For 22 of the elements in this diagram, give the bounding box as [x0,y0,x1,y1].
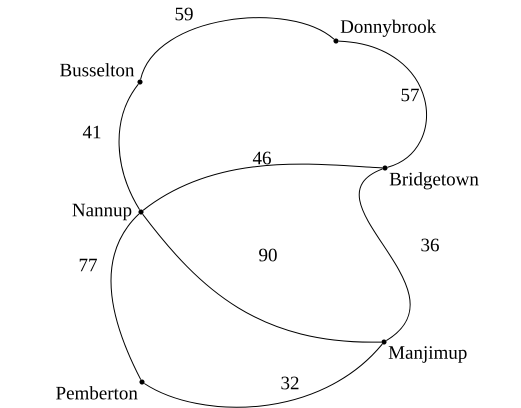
node-label: Bridgetown [390,172,479,190]
node-label: Nannup [72,204,132,220]
road-line [110,213,142,380]
distance-label: 36 [421,238,439,252]
distance-label: 41 [82,126,100,138]
distance-label: 32 [281,376,298,390]
distance-label: 77 [80,258,97,272]
road-line [118,84,140,210]
node-label: Pemberton [56,386,138,400]
road-line [142,164,383,211]
node-label: Busselton [60,63,134,76]
node-label: Donnybrook [340,20,436,37]
node-label: Manjimup [388,346,467,363]
road-line [359,168,410,342]
road-line [140,17,334,80]
road-line [338,40,428,168]
distance-label: 90 [259,248,277,262]
distance-label: 59 [176,8,193,20]
road-line [142,214,382,343]
distance-label: 57 [402,88,419,102]
road-line [144,344,383,408]
distance-label: 46 [252,152,271,164]
